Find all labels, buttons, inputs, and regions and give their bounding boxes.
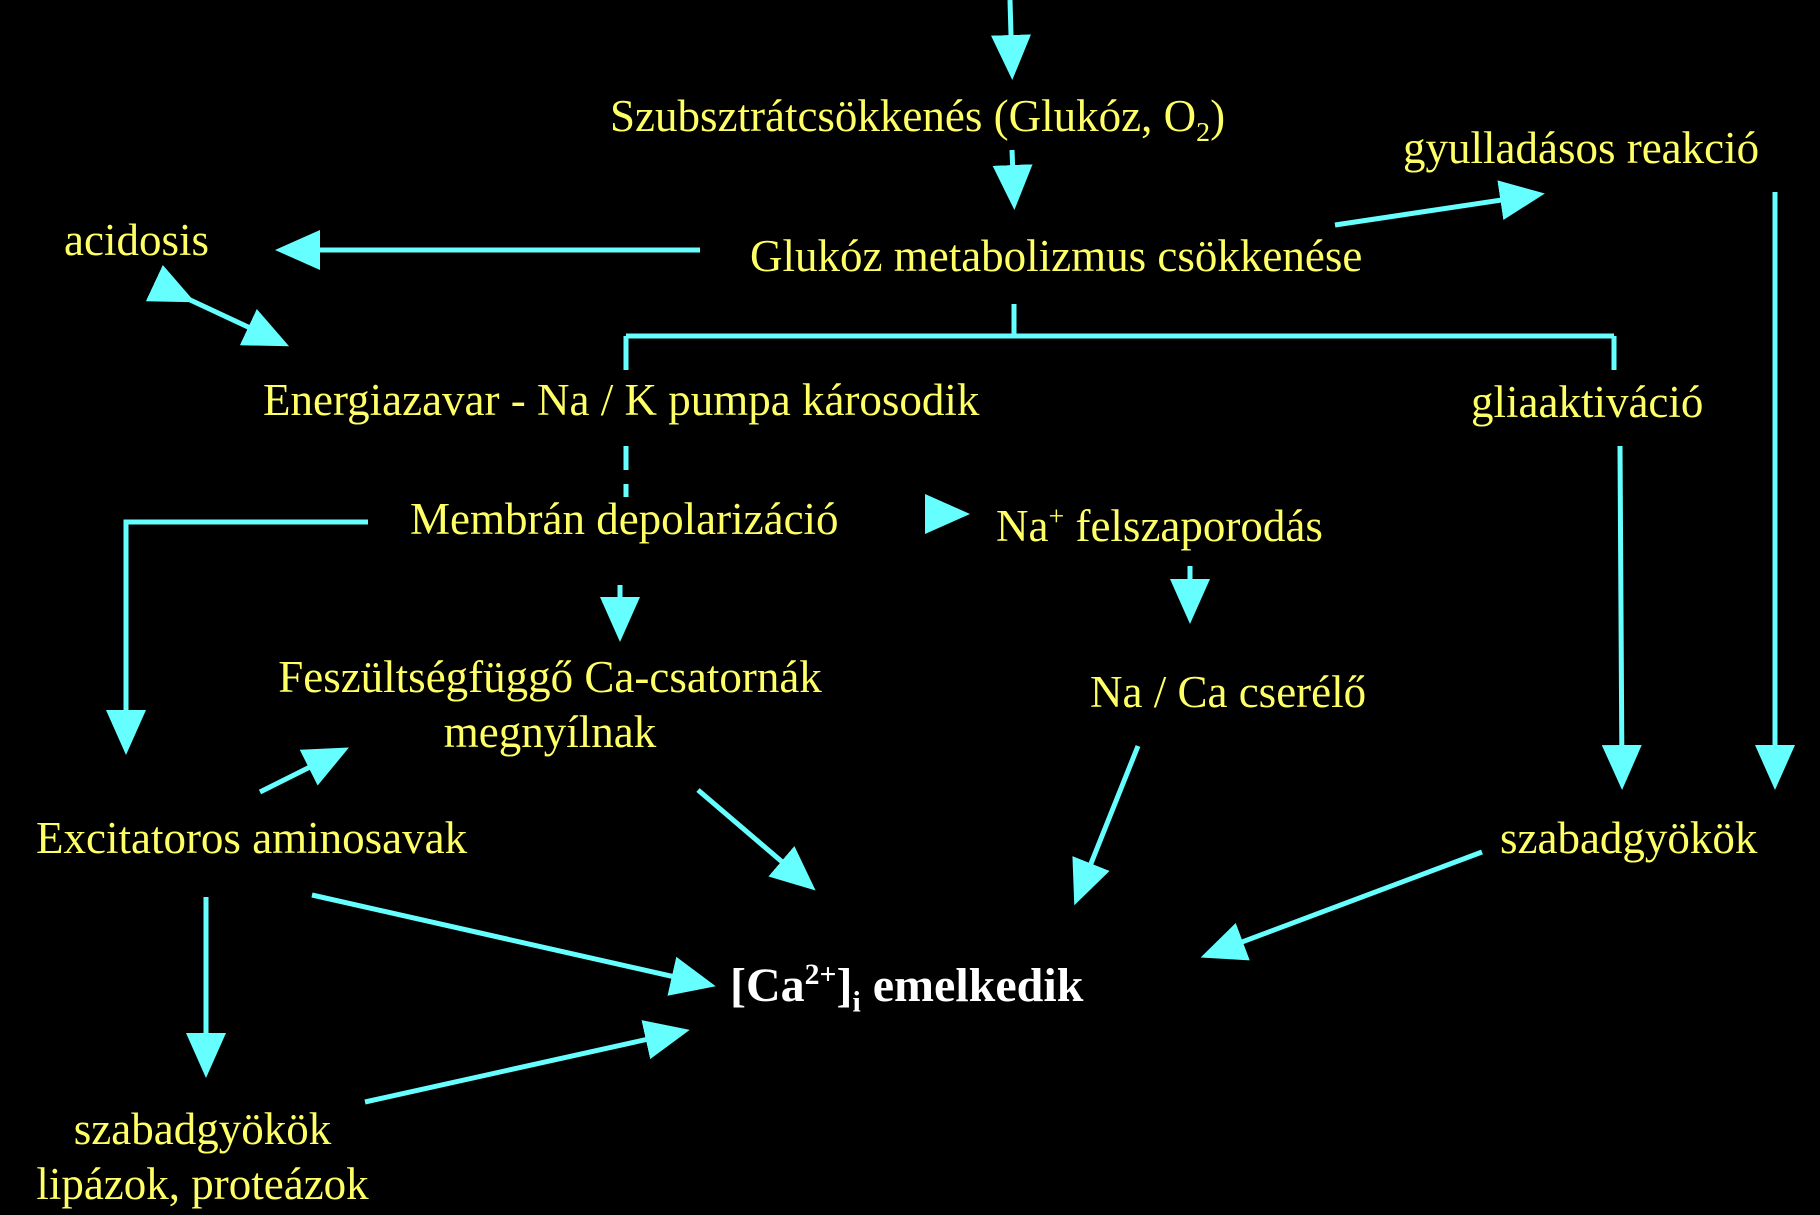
node-inflammation: gyulladásos reakció <box>1403 123 1760 173</box>
node-na-accumulation: Na+ felszaporodás <box>996 501 1323 551</box>
node-free-radicals-bottom: szabadgyökök lipázok, proteázok <box>0 1102 405 1212</box>
node-vg-ca-channels: Feszültségfüggő Ca-csatornák megnyílnak <box>230 650 870 760</box>
node-na-base: Na <box>996 501 1049 551</box>
node-energy-disorder: Energiazavar - Na / K pumpa károsodik <box>263 375 980 425</box>
node-na-tail: felszaporodás <box>1064 501 1323 551</box>
arrow-excitatory-to-ca <box>311 892 716 996</box>
node-free-radicals-right: szabadgyökök <box>1500 813 1758 863</box>
node-vgcc-line1: Feszültségfüggő Ca-csatornák <box>278 652 822 702</box>
node-membrane-depol: Membrán depolarizáció <box>410 494 839 544</box>
arrow-substrate-to-glucose <box>992 149 1033 210</box>
node-na-sup: + <box>1048 501 1065 532</box>
arrow-exchanger-to-ca <box>1072 745 1141 906</box>
node-substrate: Szubsztrátcsökkenés (Glukóz, O2) <box>610 91 1226 147</box>
arrow-excitatory-to-vgcc <box>258 747 349 795</box>
node-ca-close: ] <box>836 959 853 1012</box>
node-radicals-bottom-line2: lipázok, proteázok <box>36 1158 369 1209</box>
arrow-glucose-to-inflammation <box>1334 180 1545 228</box>
arrow-depol-to-excitatory <box>106 519 368 755</box>
arrow-acidosis-energy <box>145 265 290 347</box>
arrow-vgcc-to-ca <box>696 788 816 891</box>
arrow-radicals-right-to-ca <box>1200 849 1483 961</box>
node-ca-sub: i <box>852 985 861 1019</box>
node-substrate-tail: ) <box>1210 91 1226 141</box>
arrow-radicals-bottom-to-ca <box>364 1020 690 1105</box>
node-na-ca-exchanger: Na / Ca cserélő <box>1090 667 1367 717</box>
node-ca-rises: [Ca2+]i emelkedik <box>730 959 1084 1017</box>
node-acidosis: acidosis <box>64 215 209 265</box>
node-excitatory-aa: Excitatoros aminosavak <box>36 813 468 863</box>
arrow-glia-to-radicals <box>1601 445 1642 790</box>
node-vgcc-line2: megnyílnak <box>443 706 657 757</box>
node-glucose-metabolism: Glukóz metabolizmus csökkenése <box>750 231 1363 281</box>
node-radicals-bottom-line1: szabadgyökök <box>73 1104 332 1154</box>
node-substrate-text: Szubsztrátcsökkenés (Glukóz, O <box>610 91 1197 141</box>
node-ca-sup: 2+ <box>804 958 837 991</box>
node-glia-activation: gliaaktiváció <box>1471 377 1704 427</box>
node-substrate-sub: 2 <box>1196 117 1211 148</box>
node-ca-open: [Ca <box>730 959 805 1012</box>
arrow-top-to-substrate <box>991 0 1031 80</box>
node-ca-tail: emelkedik <box>860 959 1084 1012</box>
